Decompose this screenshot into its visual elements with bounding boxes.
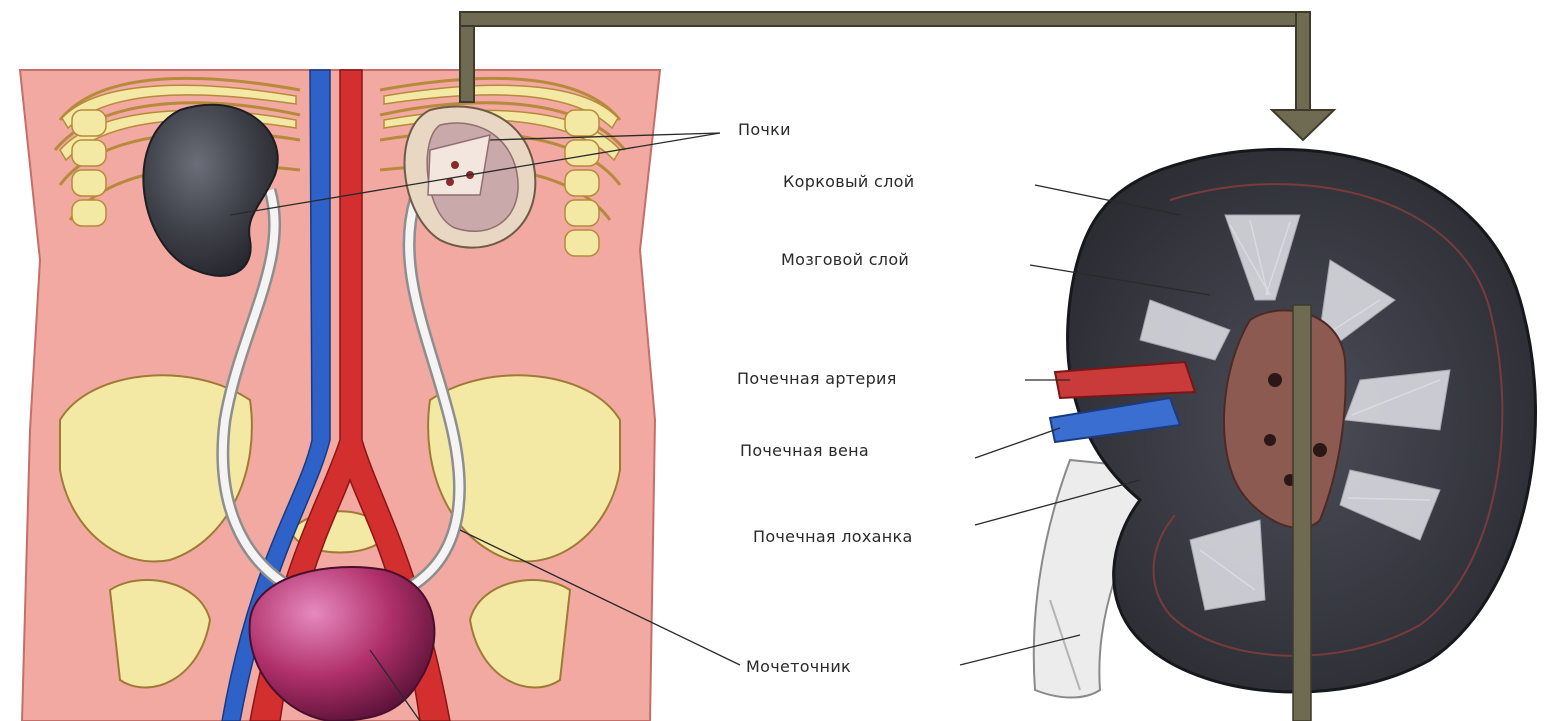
label-renal-artery: Почечная артерия bbox=[737, 369, 897, 388]
label-renal-pelvis: Почечная лоханка bbox=[753, 527, 913, 546]
label-medulla: Мозговой слой bbox=[781, 250, 909, 269]
label-cortex: Корковый слой bbox=[783, 172, 914, 191]
label-kidneys: Почки bbox=[738, 120, 791, 139]
kidney-section bbox=[1034, 149, 1536, 721]
leader-vein bbox=[975, 428, 1060, 458]
label-ureter: Мочеточник bbox=[746, 657, 851, 676]
section-pointer bbox=[1293, 305, 1311, 721]
torso-figure bbox=[20, 70, 660, 721]
label-renal-vein: Почечная вена bbox=[740, 441, 869, 460]
